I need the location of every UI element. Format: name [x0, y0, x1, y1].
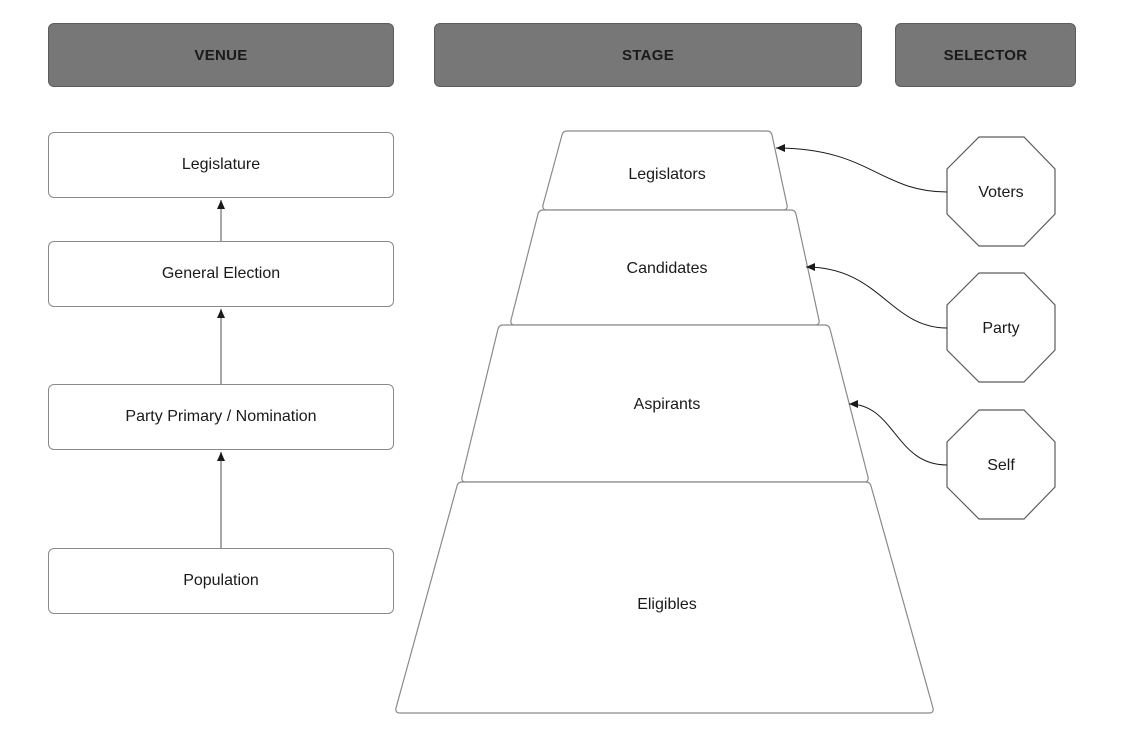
venue-box-legislature: Legislature: [48, 132, 394, 198]
arrow-party-to-candidates: [805, 263, 948, 329]
selector-party-shape: [946, 272, 1056, 383]
selector-header: SELECTOR: [895, 23, 1076, 87]
stage-legislators-label: Legislators: [628, 166, 705, 183]
selector-self-shape: [946, 409, 1056, 520]
stage-aspirants-label: Aspirants: [634, 396, 701, 413]
selector-voters-label: Voters: [978, 184, 1023, 201]
stage-header: STAGE: [434, 23, 862, 87]
stage-eligibles-shape: [395, 481, 934, 714]
venue-header: VENUE: [48, 23, 394, 87]
stage-candidates-label: Candidates: [627, 260, 708, 277]
selector-voters-shape: [946, 136, 1056, 247]
selector-party-label: Party: [982, 320, 1019, 337]
venue-box-population: Population: [48, 548, 394, 614]
arrow-self-to-aspirants: [848, 400, 948, 466]
stage-eligibles-label: Eligibles: [637, 596, 697, 613]
selector-self-label: Self: [987, 457, 1015, 474]
arrow-voters-to-legislators: [775, 144, 948, 193]
venue-box-party-primary: Party Primary / Nomination: [48, 384, 394, 450]
venue-box-general-election: General Election: [48, 241, 394, 307]
